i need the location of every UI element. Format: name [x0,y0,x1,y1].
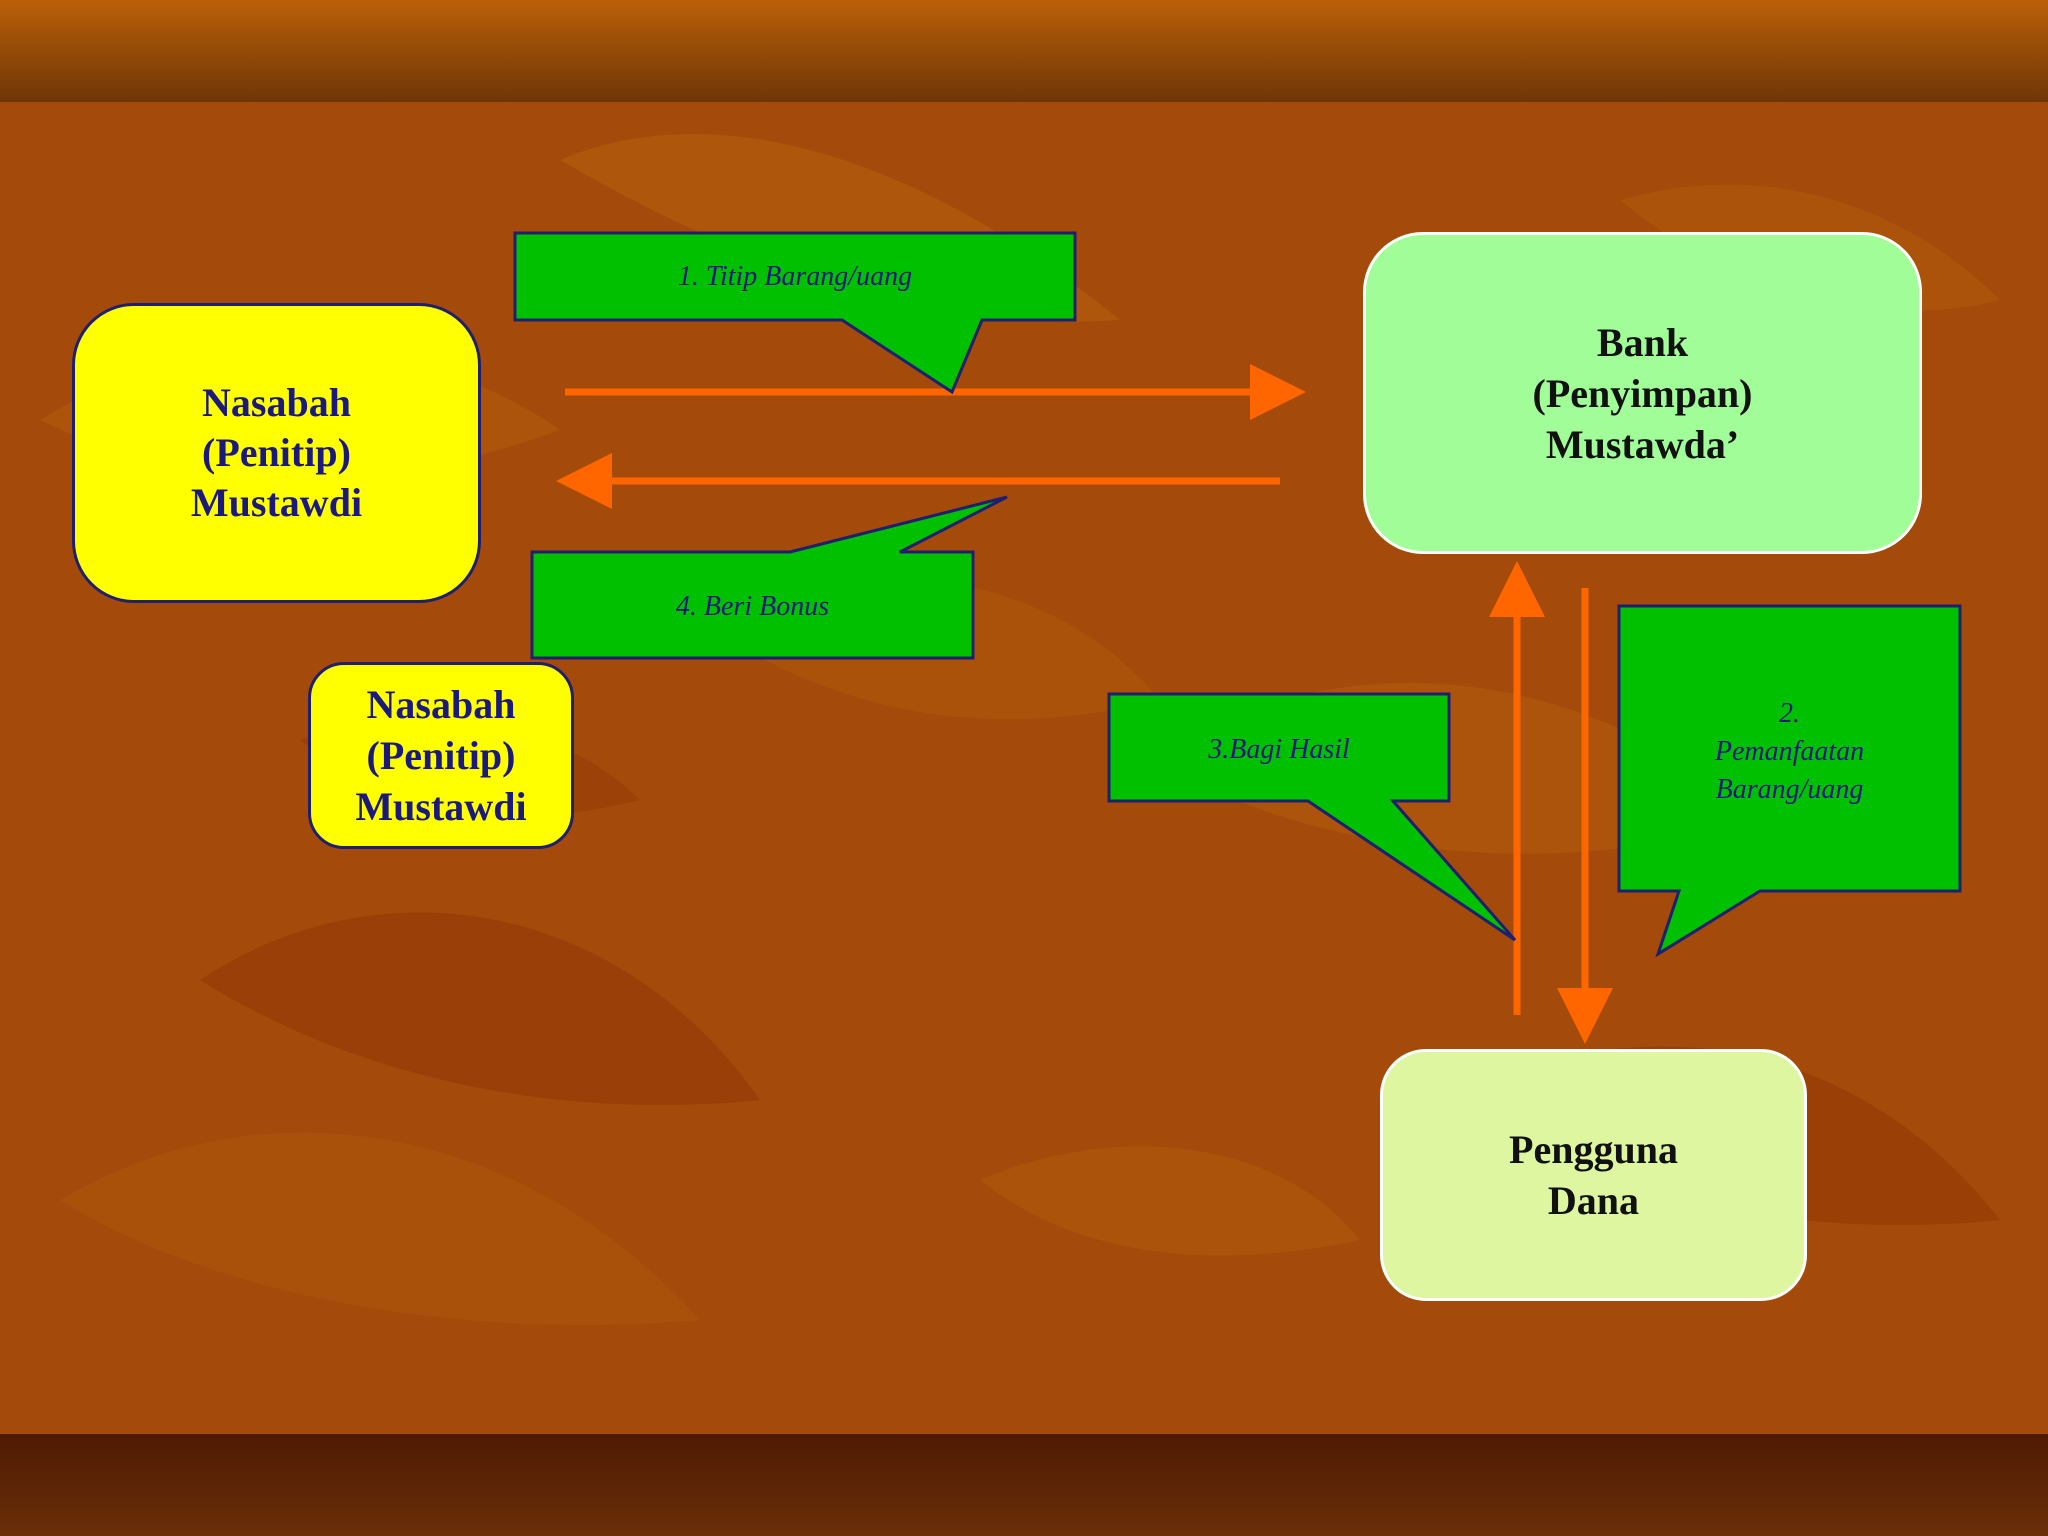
callout-step3-shape [1107,692,1517,942]
callout-step2-shape [1617,604,1962,958]
callout-step2-text: 2. Pemanfaatan Barang/uang [1714,698,1865,805]
node-depositor-small-label: Nasabah (Penitip) Mustawdi [355,682,527,829]
callout-step1-shape [513,231,1077,395]
node-bank: Bank (Penyimpan) Mustawda’ [1363,232,1922,554]
top-band [0,0,2048,102]
node-depositor-main-label: Nasabah (Penitip) Mustawdi [190,380,363,525]
node-fund-user: Pengguna Dana [1380,1049,1807,1301]
callout-step1-text: 1. Titip Barang/uang [677,261,913,292]
node-depositor-small: Nasabah (Penitip) Mustawdi [308,662,574,849]
node-bank-label: Bank (Penyimpan) Mustawda’ [1532,319,1753,467]
callout-step4-shape [530,495,1008,660]
node-fund-user-label: Pengguna Dana [1509,1127,1678,1223]
callout-step4-text: 4. Beri Bonus [675,591,830,622]
callout-step3-text: 3.Bagi Hasil [1208,734,1350,765]
bottom-band [0,1434,2048,1536]
node-depositor-main: Nasabah (Penitip) Mustawdi [72,303,481,603]
